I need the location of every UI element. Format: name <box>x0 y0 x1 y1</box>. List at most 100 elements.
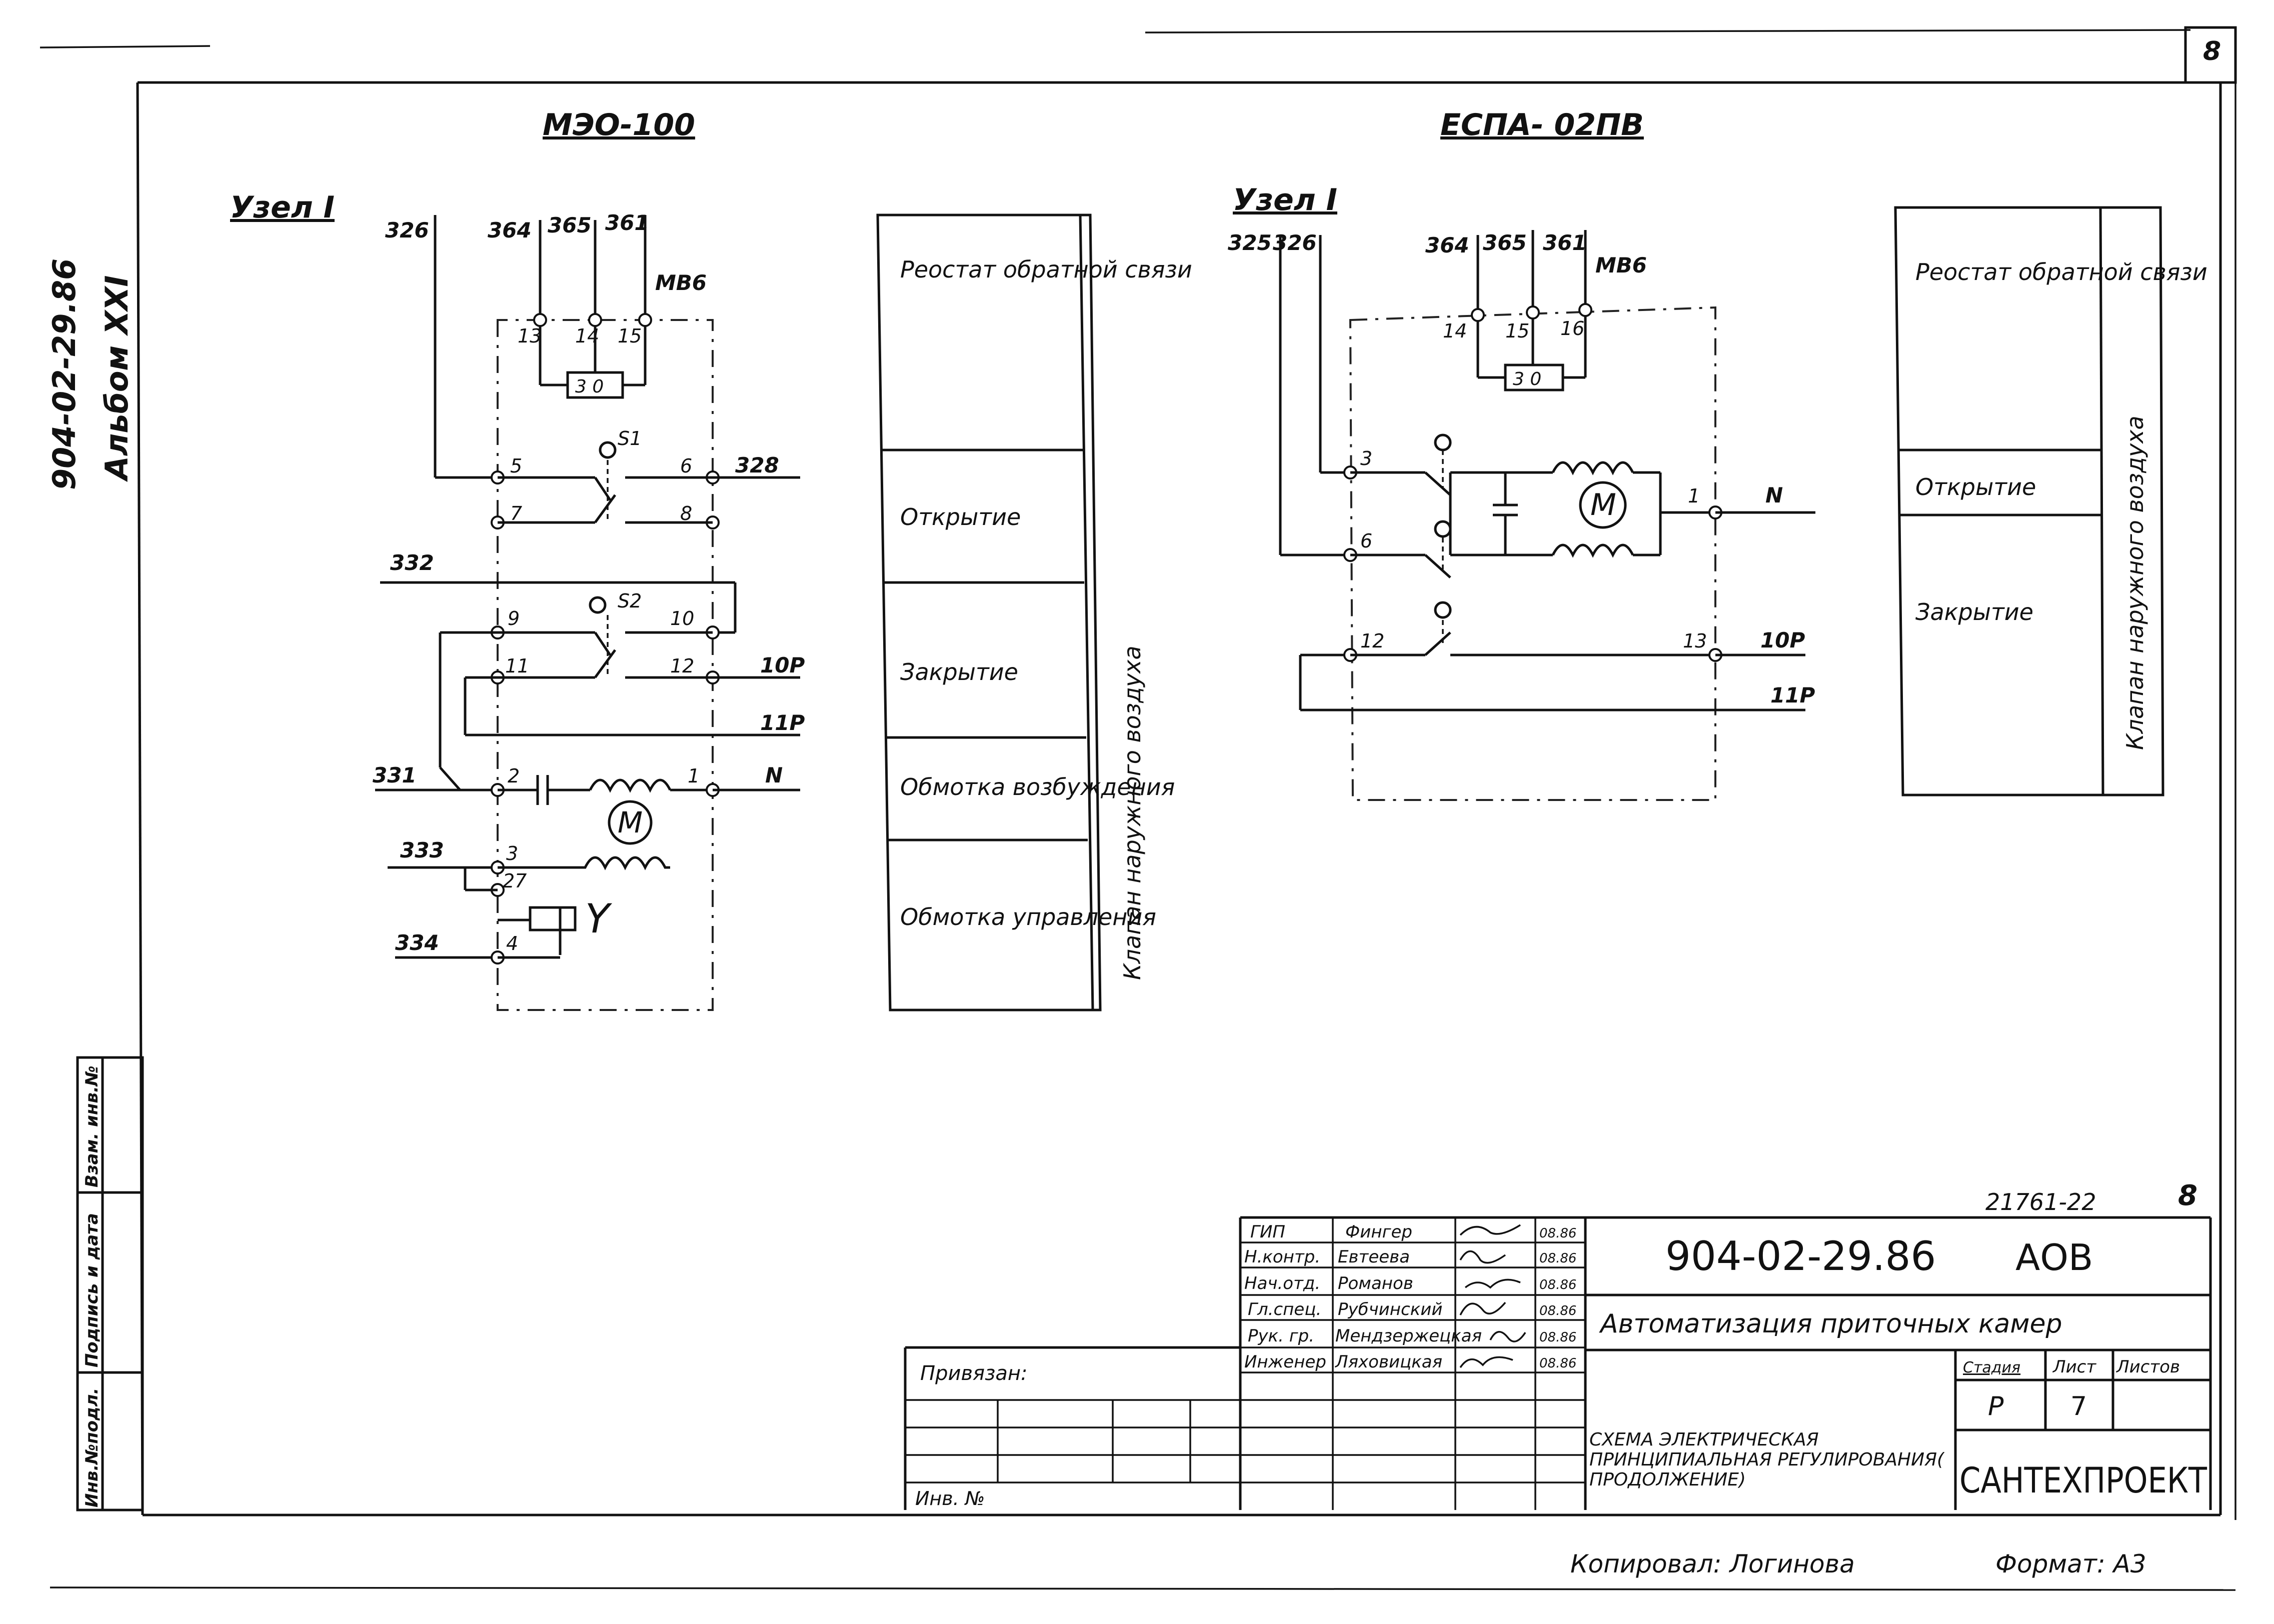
espa-term-13: 13 <box>1683 630 1707 652</box>
stage-value: Р <box>1988 1392 2004 1422</box>
legend-right-row-1: Реостат обратной связи <box>1915 258 2207 286</box>
meo-brake: Y <box>585 896 613 942</box>
legend-right-row-3: Закрытие <box>1915 598 2033 626</box>
espa-term-12: 12 <box>1360 630 1384 652</box>
meo-term-7: 7 <box>510 502 522 524</box>
meo-term-12: 12 <box>670 655 694 677</box>
espa-wire-364: 364 <box>1425 233 1469 258</box>
meo-term-9: 9 <box>508 608 520 630</box>
sheet-title: Схема электрическая принципиальная регул… <box>1589 1430 1944 1490</box>
sheet-frame <box>40 26 2237 1591</box>
doc-code: 904-02-29.86 <box>1665 1233 1936 1280</box>
signer-date-3: 08.86 <box>1539 1278 1576 1292</box>
meo-term-27: 27 <box>503 870 527 892</box>
signer-role-2: Н.контр. <box>1244 1247 1320 1267</box>
espa-wire-365: 365 <box>1483 230 1527 255</box>
sheet-value: 7 <box>2070 1392 2087 1422</box>
signer-name-5: Мендзержецкая <box>1335 1326 1482 1346</box>
album-label: 904-02-29.86 Альбом XXI <box>46 258 135 490</box>
meo-wire-326: 326 <box>385 218 429 242</box>
signer-date-5: 08.86 <box>1539 1330 1576 1345</box>
legend-left-side: Клапан наружного воздуха <box>1119 646 1146 980</box>
signer-role-4: Гл.спец. <box>1248 1300 1321 1320</box>
legend-right-row-2: Открытие <box>1915 474 2036 500</box>
meo-title: МЭО-100 <box>543 108 695 142</box>
signer-name-1: Фингер <box>1345 1222 1412 1242</box>
espa-wire-11r: 11Р <box>1770 683 1815 708</box>
signature-6 <box>1459 1356 1513 1368</box>
legend-left-row-5: Обмотка управления <box>900 904 1156 930</box>
signature-1 <box>1459 1224 1521 1236</box>
meo-wire-10r: 10Р <box>760 653 805 678</box>
doc-mark: АОВ <box>2015 1236 2093 1278</box>
album-name: Альбом XXI <box>99 276 135 482</box>
espa-wire-325: 325 <box>1228 230 1272 255</box>
signer-role-6: Инженер <box>1244 1352 1326 1372</box>
meo-term-2: 2 <box>508 765 520 787</box>
sheet-title-box: Схема электрическая принципиальная регул… <box>1589 1430 1944 1490</box>
espa-title: ЕСПА- 02ПВ <box>1440 108 1644 142</box>
espa-wire-n: N <box>1765 483 1783 508</box>
meo-wire-365: 365 <box>548 213 592 238</box>
signer-date-6: 08.86 <box>1539 1356 1576 1371</box>
meo-term-15: 15 <box>618 325 642 347</box>
espa-schematic: ЕСПА- 02ПВ Узел I 325 326 364 365 361 МВ… <box>1228 108 1815 801</box>
signature-5 <box>1489 1331 1526 1342</box>
meo-term-5: 5 <box>510 455 522 477</box>
signer-role-5: Рук. гр. <box>1248 1326 1314 1346</box>
espa-wire-361: 361 <box>1543 230 1587 255</box>
espa-term-15: 15 <box>1505 320 1529 342</box>
legend-right: Реостат обратной связи Открытие Закрытие… <box>1894 206 2207 796</box>
signature-2 <box>1459 1250 1506 1264</box>
legend-right-side: Клапан наружного воздуха <box>2121 416 2148 750</box>
meo-wire-364: 364 <box>488 218 532 242</box>
meo-term-13: 13 <box>518 325 542 347</box>
org-name: САНТЕХПРОЕКТ <box>1959 1460 2207 1501</box>
meo-schematic: МЭО-100 Узел I 326 364 365 361 МВ6 3 0 1… <box>230 108 805 1011</box>
bound-label: Привязан: <box>920 1362 1028 1385</box>
meo-term-1: 1 <box>688 765 700 787</box>
meo-motor: M <box>618 806 643 840</box>
espa-term-14: 14 <box>1443 320 1467 342</box>
meo-term-8: 8 <box>680 502 692 524</box>
meo-term-14: 14 <box>575 325 599 347</box>
legend-left-row-1: Реостат обратной связи <box>900 256 1192 283</box>
meo-node-label: Узел I <box>230 190 335 225</box>
meo-pot-label: 3 0 <box>575 376 604 397</box>
copied-by: Копировал: Логинова <box>1570 1550 1855 1578</box>
signer-name-6: Ляховицкая <box>1334 1352 1442 1372</box>
sheets-label: Листов <box>2115 1357 2180 1377</box>
signature-4 <box>1459 1302 1506 1316</box>
signer-name-4: Рубчинский <box>1338 1300 1442 1320</box>
legend-left-row-2: Открытие <box>900 504 1021 530</box>
stage-label: Стадия <box>1963 1359 2020 1376</box>
album-code: 904-02-29.86 <box>46 258 83 490</box>
project-title: Автоматизация приточных камер <box>1599 1309 2062 1339</box>
strip-inv: Инв.№подл. <box>82 1388 102 1508</box>
meo-wire-361: 361 <box>605 210 649 235</box>
espa-motor: M <box>1590 488 1616 522</box>
strip-replace: Взам. инв.№ <box>82 1066 102 1188</box>
signer-role-3: Нач.отд. <box>1244 1274 1320 1294</box>
title-block: 21761-22 8 <box>904 1180 2212 1510</box>
meo-wire-11r: 11Р <box>760 710 805 735</box>
meo-wire-328: 328 <box>735 453 779 478</box>
signer-date-1: 08.86 <box>1539 1226 1576 1241</box>
legend-left: Реостат обратной связи Открытие Закрытие… <box>876 214 1192 1012</box>
archive-sheet: 8 <box>2178 1180 2197 1212</box>
sheet-label: Лист <box>2052 1357 2096 1377</box>
espa-term-3: 3 <box>1360 448 1372 470</box>
inv-label: Инв. № <box>915 1488 985 1510</box>
strip-sign: Подпись и дата <box>82 1213 102 1368</box>
sheet-number: 8 <box>2203 36 2221 66</box>
signature-3 <box>1464 1278 1521 1289</box>
signer-name-3: Романов <box>1338 1274 1413 1294</box>
espa-wire-10r: 10Р <box>1760 628 1805 652</box>
meo-wire-332: 332 <box>390 550 434 575</box>
footer: Копировал: Логинова Формат: А3 <box>1570 1550 2146 1578</box>
legend-left-row-3: Закрытие <box>900 658 1018 686</box>
archive-no: 21761-22 <box>1985 1188 2096 1216</box>
meo-term-4: 4 <box>506 932 518 954</box>
meo-wire-331: 331 <box>373 763 417 788</box>
